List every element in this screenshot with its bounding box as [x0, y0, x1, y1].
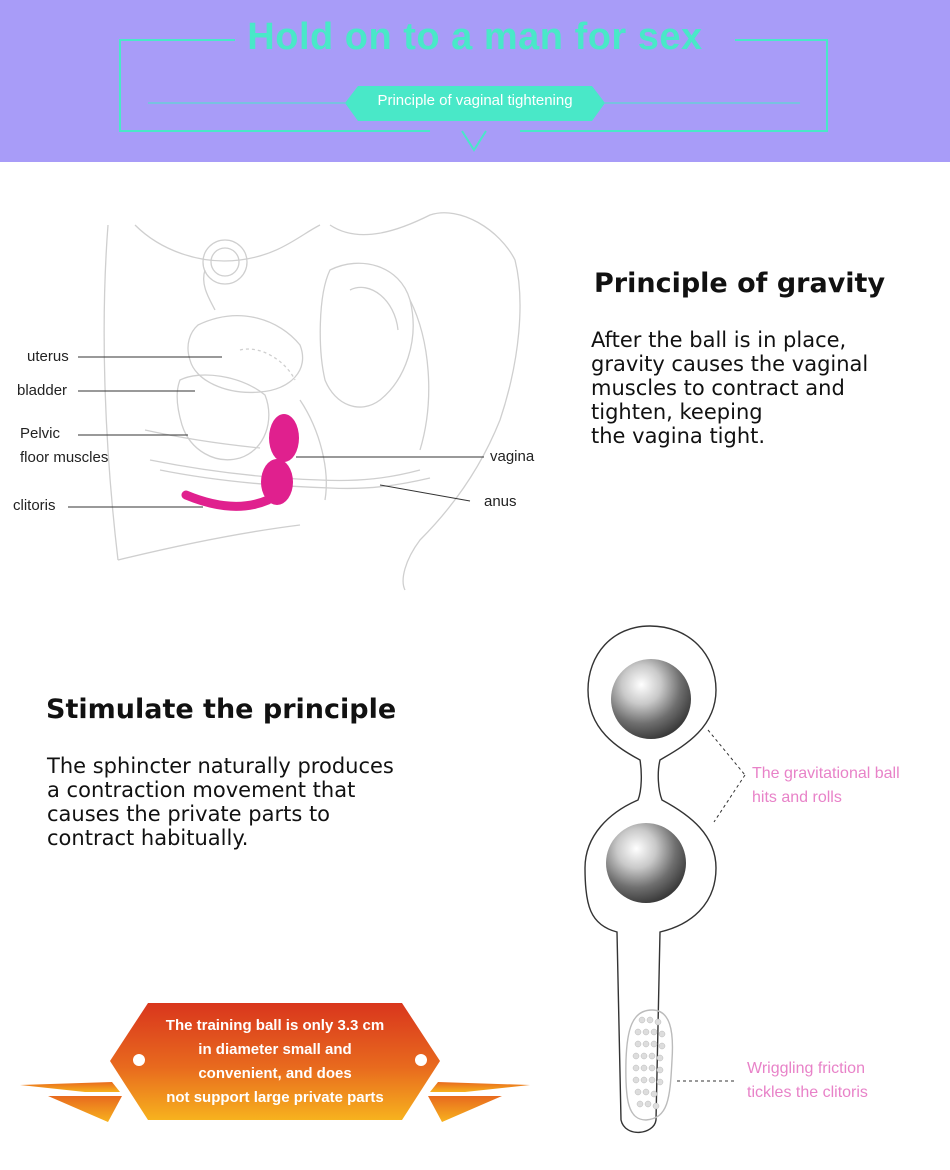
badge-text: The training ball is only 3.3 cm in diam… [165, 1017, 385, 1106]
metal-ball-top [611, 659, 691, 739]
gravity-heading: Principle of gravity [594, 268, 886, 299]
metal-ball-bottom [606, 823, 686, 903]
header-banner: Hold on to a man for sex Principle of va… [0, 0, 950, 162]
handle-texture-dots [632, 1016, 666, 1110]
device-in-anatomy [181, 414, 299, 511]
gravity-text: After the ball is in place, gravity caus… [591, 328, 869, 448]
label-floor-muscles: floor muscles [20, 449, 109, 466]
banner-subtitle: Principle of vaginal tightening [377, 92, 573, 109]
stimulate-heading: Stimulate the principle [46, 694, 397, 725]
banner-frame [119, 39, 828, 152]
label-uterus: uterus [27, 348, 69, 365]
handle-note: Wriggling friction tickles the clitoris [747, 1060, 868, 1101]
label-anus: anus [484, 493, 517, 510]
label-pelvic: Pelvic [20, 425, 61, 442]
label-bladder: bladder [17, 382, 68, 399]
label-clitoris: clitoris [13, 497, 56, 514]
stimulate-text: The sphincter naturally produces a contr… [47, 754, 394, 850]
banner-title: Hold on to a man for sex [247, 16, 703, 58]
ball-note: The gravitational ball hits and rolls [752, 765, 900, 806]
label-vagina: vagina [490, 448, 535, 465]
